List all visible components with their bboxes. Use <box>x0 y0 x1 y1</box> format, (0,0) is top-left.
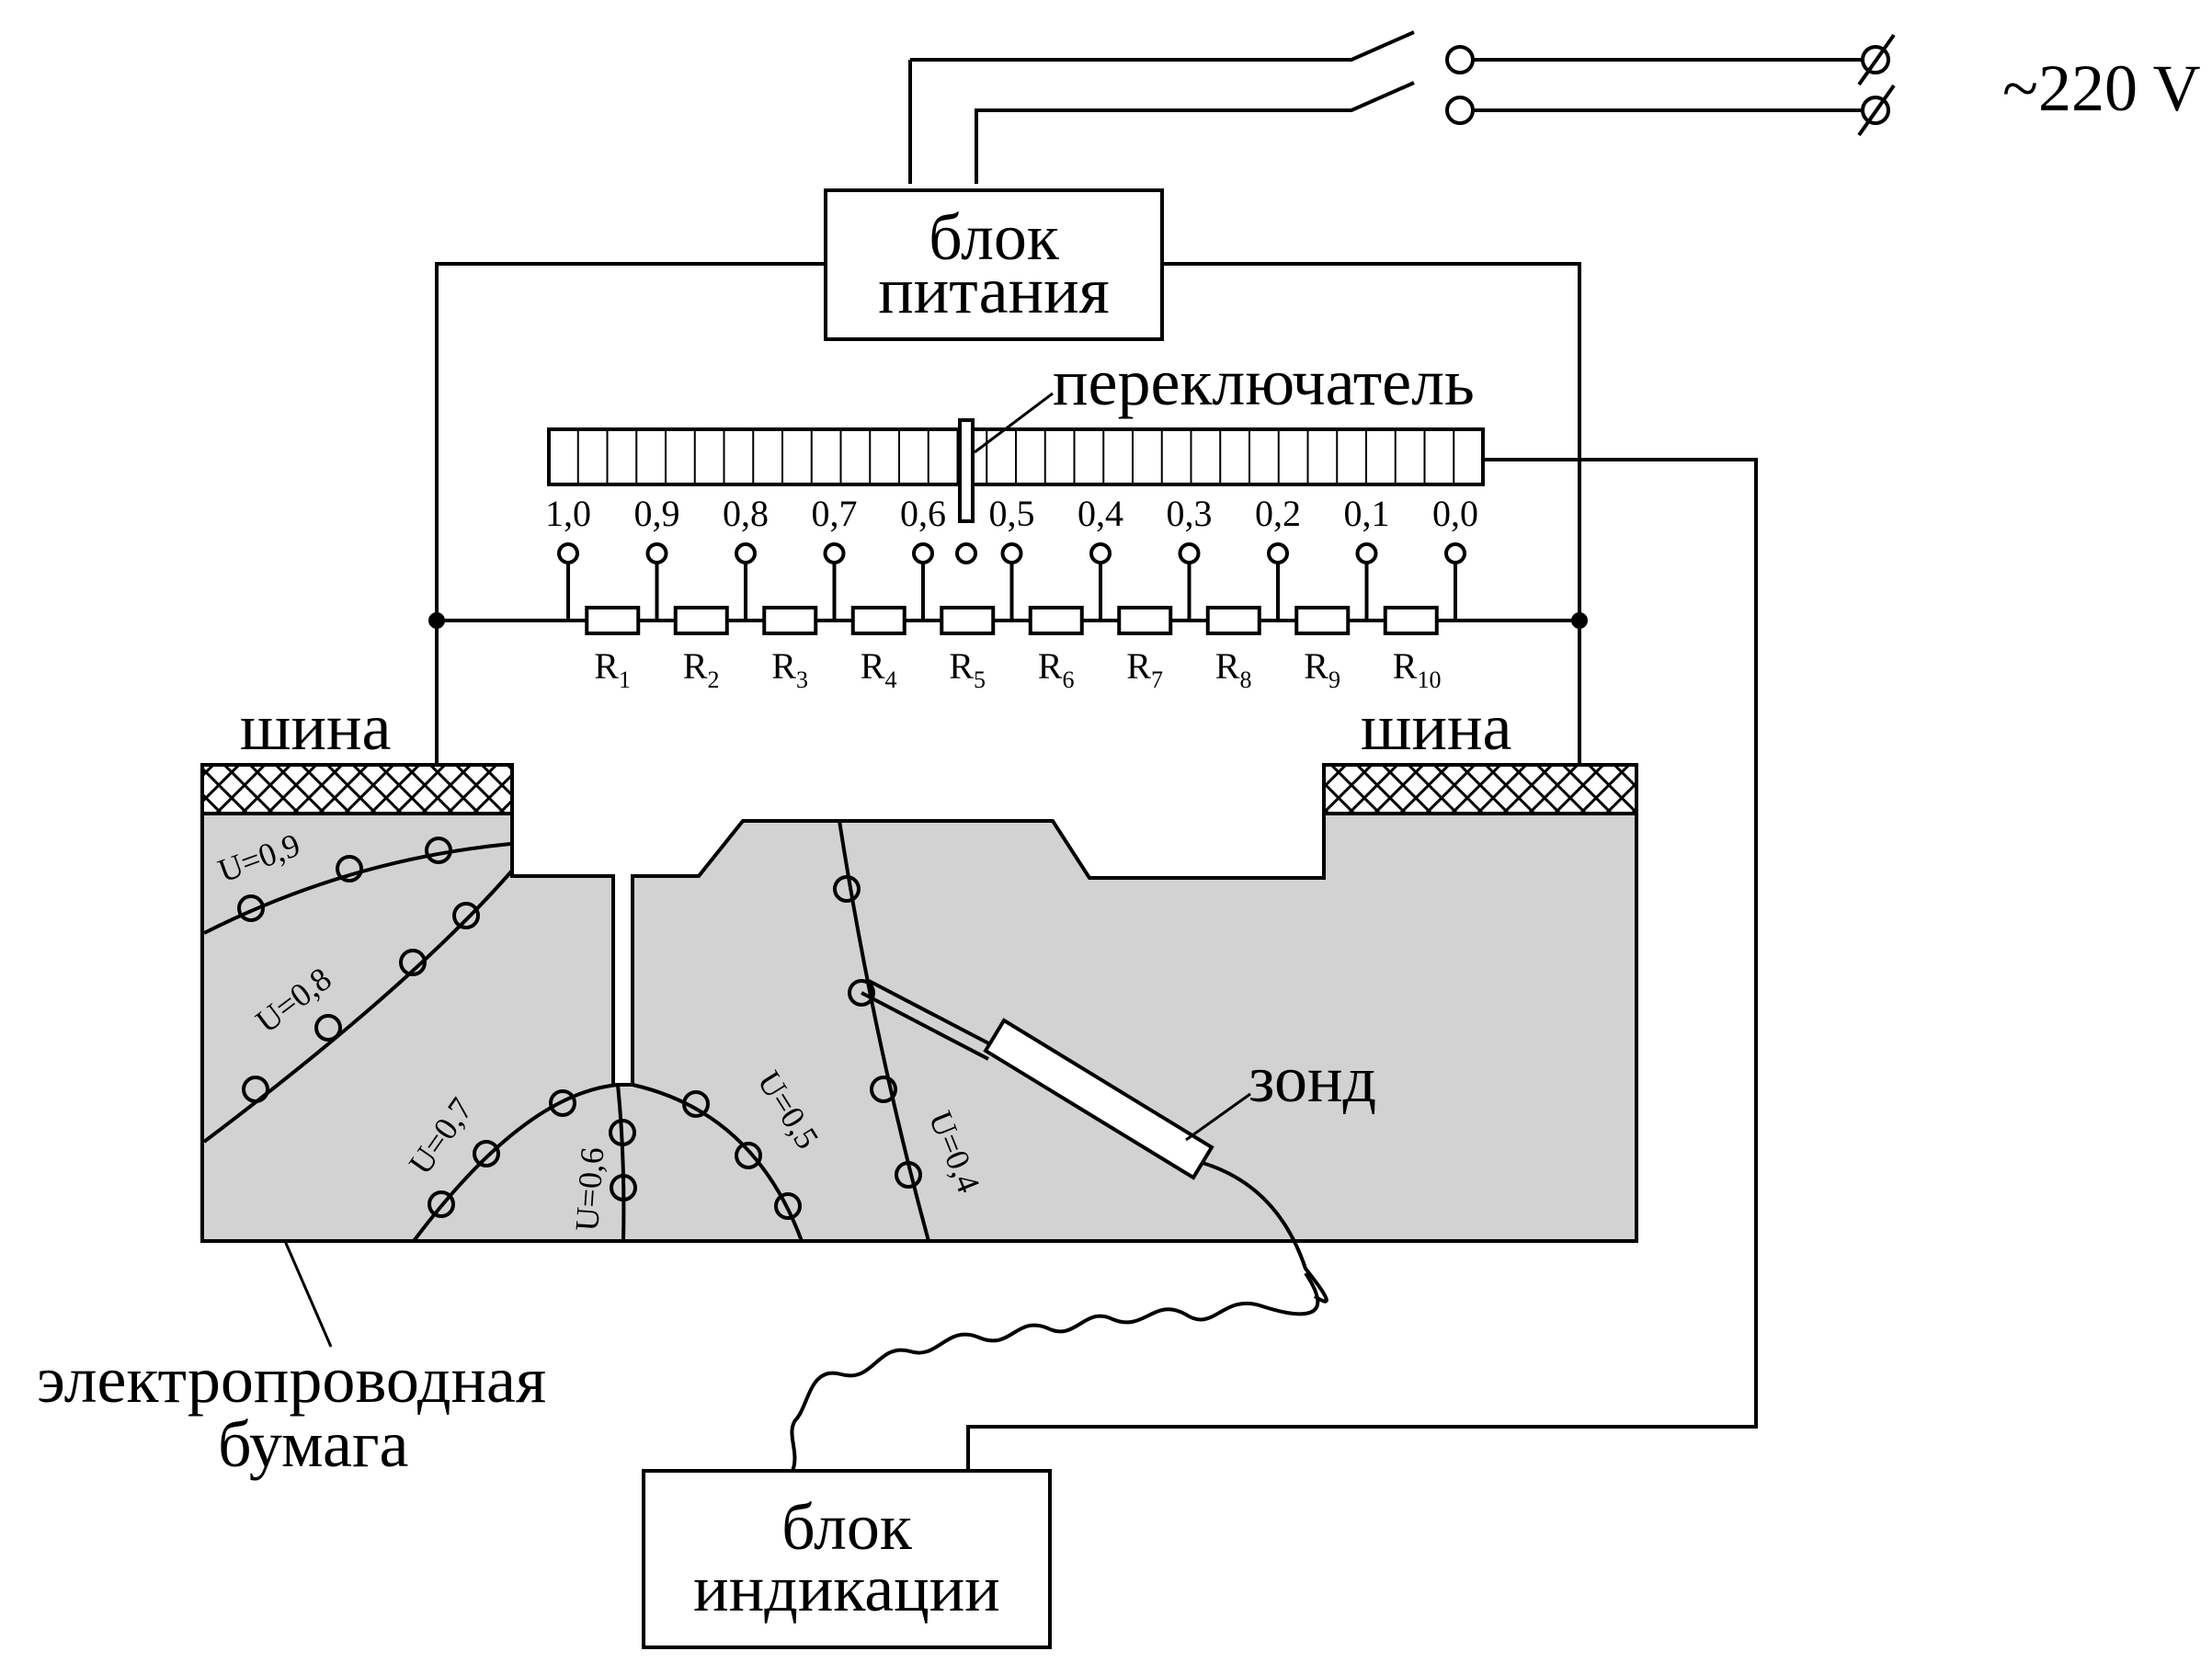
switch-scale-ticks <box>576 429 1455 484</box>
scale-label-1: 0,9 <box>634 493 680 534</box>
mains-contact-2 <box>1445 96 1475 125</box>
tap-contact-6 <box>1089 542 1112 564</box>
resistor-2 <box>673 606 729 635</box>
tap-contact-3 <box>823 542 846 564</box>
bus-right <box>1322 763 1638 815</box>
resistor-label-3: R3 <box>771 645 808 693</box>
resistor-label-2: R2 <box>683 645 720 693</box>
scale-label-7: 0,3 <box>1167 493 1213 534</box>
scale-label-6: 0,4 <box>1077 493 1123 534</box>
tap-contact-0 <box>557 542 579 564</box>
probe-cable <box>790 1271 1320 1472</box>
resistor-label-9: R9 <box>1304 645 1340 693</box>
scale-label-8: 0,2 <box>1255 493 1301 534</box>
resistor-1 <box>585 606 641 635</box>
resistor-label-10: R10 <box>1393 645 1442 693</box>
resistor-5 <box>940 606 996 635</box>
resistor-10 <box>1383 606 1439 635</box>
tap-contact-1 <box>645 542 668 564</box>
resistor-9 <box>1294 606 1351 635</box>
paper-label-1: электропроводная <box>37 1343 546 1417</box>
mains-voltage-label: ~220 V <box>2002 51 2201 125</box>
bus-right-label: шина <box>1361 690 1511 764</box>
resistor-6 <box>1028 606 1084 635</box>
tap-contact-2 <box>735 542 757 564</box>
resistor-4 <box>850 606 906 635</box>
bus-left <box>200 763 514 815</box>
resistor-8 <box>1205 606 1261 635</box>
tap-contact-4 <box>912 542 934 564</box>
equipotential-0-5 <box>632 1083 804 1242</box>
equipotential-label-0-6: U=0,6 <box>568 1146 610 1233</box>
tap-contact-5 <box>1000 542 1023 564</box>
tap-contact-9 <box>1355 542 1378 564</box>
switch-label: переключатель <box>1053 346 1475 419</box>
resistor-chain: R1 R2 R3 R4 R5 R6 R7 R8 R9 R10 <box>437 542 1579 693</box>
junction-left <box>428 612 445 629</box>
resistor-label-4: R4 <box>861 645 897 693</box>
conductive-paper <box>200 812 1638 1243</box>
probe <box>861 979 1328 1304</box>
resistor-label-6: R6 <box>1038 645 1075 693</box>
resistor-label-8: R8 <box>1215 645 1252 693</box>
equipotential-0-7 <box>412 1083 619 1243</box>
scale-label-2: 0,8 <box>723 493 769 534</box>
resistor-3 <box>762 606 818 635</box>
scale-label-0: 1,0 <box>545 493 591 534</box>
scale-label-9: 0,1 <box>1344 493 1390 534</box>
indicator-label-1: блок <box>781 1490 913 1564</box>
tap-contact-8 <box>1267 542 1289 564</box>
indicator-block <box>642 1469 1052 1649</box>
probe-label: зонд <box>1249 1042 1376 1116</box>
power-supply-label-2: питания <box>878 254 1110 327</box>
resistor-label-7: R7 <box>1126 645 1163 693</box>
resistor-label-1: R1 <box>594 645 631 693</box>
indicator-label-2: индикации <box>693 1552 1000 1625</box>
resistor-label-5: R5 <box>949 645 986 693</box>
resistor-7 <box>1117 606 1173 635</box>
power-supply-label-1: блок <box>929 200 1060 274</box>
switch-slider-contact <box>955 542 977 564</box>
scale-label-4: 0,6 <box>900 493 946 534</box>
tap-contact-7 <box>1178 542 1201 564</box>
equipotential-0-6 <box>616 1084 626 1242</box>
scale-label-3: 0,7 <box>812 493 858 534</box>
scale-label-5: 0,5 <box>989 493 1035 534</box>
bus-left-label: шина <box>240 690 391 764</box>
junction-right <box>1571 612 1588 629</box>
measurement-points <box>237 837 922 1220</box>
tap-contact-10 <box>1444 542 1466 564</box>
scale-label-10: 0,0 <box>1432 493 1478 534</box>
switch-scale-labels: 1,0 0,9 0,8 0,7 0,6 0,5 0,4 0,3 0,2 0,1 0,0 <box>545 493 1478 534</box>
switch-slider[interactable] <box>958 418 975 523</box>
mains-contact-1 <box>1445 45 1475 74</box>
paper-label-2: бумага <box>218 1407 408 1481</box>
mains-switch <box>908 30 1896 184</box>
